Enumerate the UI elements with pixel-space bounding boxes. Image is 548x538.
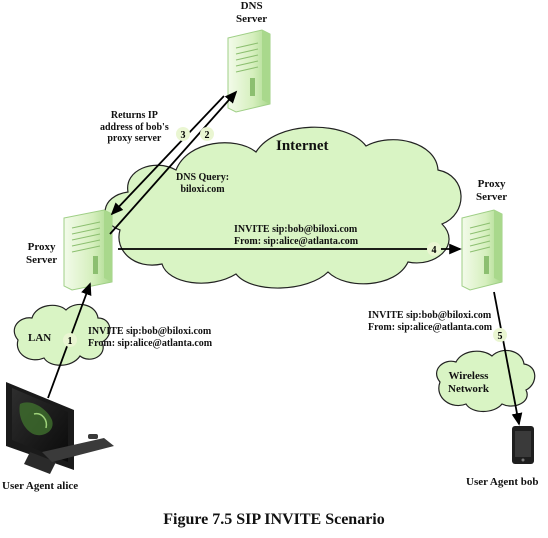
returns-ip-label: Returns IP address of bob's proxy server: [100, 110, 169, 144]
arrow-step-5: [493, 291, 523, 426]
step-badge-3: 3: [176, 127, 190, 141]
svg-text:2: 2: [205, 130, 210, 141]
right-proxy-server-icon: [461, 209, 503, 291]
dns-server-icon: [227, 29, 271, 113]
dns-server-label: DNS Server: [236, 0, 268, 25]
user-agent-alice-label: User Agent alice: [2, 480, 79, 492]
arrow-step-3: [110, 95, 225, 216]
desktop-computer-icon: [6, 382, 114, 474]
user-agent-bob-label: User Agent bob: [466, 476, 539, 488]
svg-text:4: 4: [432, 245, 437, 256]
internet-label: Internet: [276, 138, 329, 154]
step-badge-2: 2: [200, 127, 214, 141]
step-badge-4: 4: [427, 242, 441, 256]
arrow-step-2: [109, 90, 238, 235]
step-badge-1: 1: [63, 333, 77, 347]
lan-cloud: [13, 303, 111, 366]
invite-center-label: INVITE sip:bob@biloxi.com From: sip:alic…: [234, 224, 359, 247]
left-proxy-server-label: Proxy Server: [26, 241, 58, 266]
invite-lan-label: INVITE sip:bob@biloxi.com From: sip:alic…: [88, 326, 213, 349]
svg-text:1: 1: [68, 336, 73, 347]
smartphone-icon: [512, 426, 534, 464]
invite-right-label: INVITE sip:bob@biloxi.com From: sip:alic…: [368, 310, 493, 333]
dns-query-label: DNS Query: biloxi.com: [176, 172, 230, 195]
wireless-cloud: [436, 349, 536, 413]
lan-label: LAN: [28, 332, 52, 344]
step-badge-5: 5: [493, 328, 507, 342]
left-proxy-server-icon: [63, 209, 113, 291]
internet-cloud: [104, 126, 462, 289]
figure-caption: Figure 7.5 SIP INVITE Scenario: [163, 511, 385, 528]
wireless-network-label: Wireless Network: [448, 370, 489, 395]
right-proxy-server-label: Proxy Server: [476, 178, 508, 203]
svg-text:3: 3: [181, 130, 186, 141]
svg-text:5: 5: [498, 331, 503, 342]
